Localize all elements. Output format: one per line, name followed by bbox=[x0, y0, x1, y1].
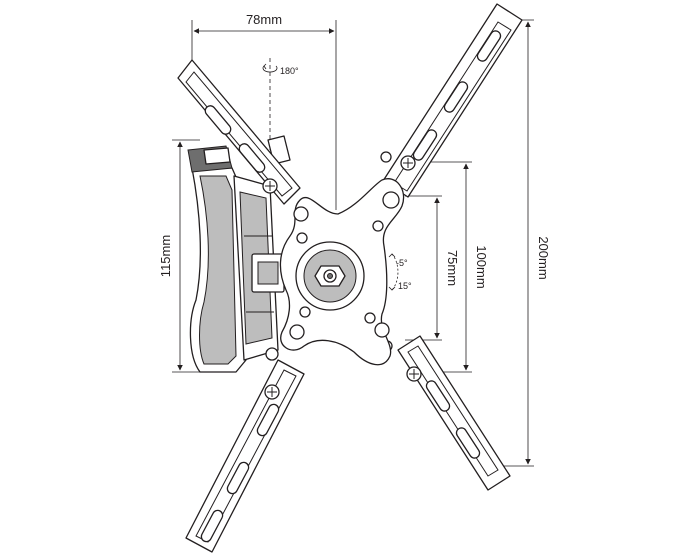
dim-left-height-label: 115mm bbox=[158, 235, 173, 277]
dim-outer-height: 200mm bbox=[500, 19, 551, 467]
dim-top-width-label: 78mm bbox=[246, 12, 282, 27]
tilt-down-label: 15° bbox=[398, 281, 412, 291]
wall-plate bbox=[187, 135, 291, 373]
dim-top-width: 78mm bbox=[191, 12, 337, 210]
arm-top-left bbox=[177, 59, 301, 205]
tilt-up-label: -5° bbox=[396, 258, 408, 268]
arm-bottom-left bbox=[185, 347, 305, 553]
dim-outer-height-label: 200mm bbox=[536, 236, 551, 279]
arm-top-right bbox=[380, 3, 523, 198]
center-plate bbox=[279, 178, 405, 366]
swivel-angle-label: 180° bbox=[280, 66, 299, 76]
swivel-indicator: 180° bbox=[262, 58, 299, 150]
arm-bottom-right bbox=[381, 335, 511, 491]
dim-mid-height-label: 100mm bbox=[474, 245, 489, 288]
dim-inner-height: 75mm bbox=[405, 195, 460, 341]
tilt-indicator: -5° 15° bbox=[388, 253, 412, 291]
dim-inner-height-label: 75mm bbox=[445, 250, 460, 286]
dim-left-height: 115mm bbox=[158, 139, 200, 373]
